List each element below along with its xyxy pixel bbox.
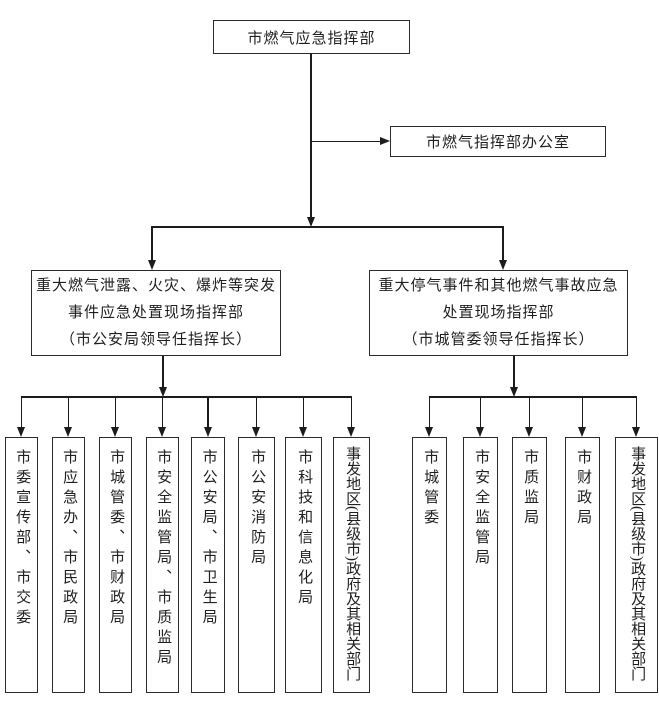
- dept-label: 市公安局、市卫生局: [200, 449, 217, 629]
- dept-label: 市财政局: [575, 449, 592, 529]
- dept-label: 市应急办、市民政局: [61, 449, 78, 629]
- dept-box-left-5: 市公安局、市卫生局: [191, 437, 225, 693]
- dept-label: 事发地区(县级市)政府及其相关部门: [344, 446, 361, 681]
- connector-line: [581, 397, 584, 427]
- arrow-down-icon: [306, 217, 315, 227]
- connector-line: [479, 397, 482, 427]
- arrow-down-icon: [347, 427, 355, 437]
- connector-line: [350, 397, 353, 427]
- connector-line: [67, 397, 70, 427]
- connector-line: [502, 226, 504, 260]
- connector-line: [207, 397, 209, 427]
- arrow-down-icon: [252, 427, 260, 437]
- connector-line: [255, 397, 258, 427]
- left-command-line2: 事件应急处置现场指挥部: [67, 304, 244, 321]
- connector-line: [311, 140, 380, 142]
- dept-label: 市安全监管局、市质监局: [155, 449, 172, 669]
- connector-line: [310, 53, 312, 218]
- connector-line: [151, 226, 504, 228]
- connector-line: [20, 397, 23, 427]
- arrow-down-icon: [64, 427, 72, 437]
- arrow-down-icon: [158, 387, 167, 397]
- arrow-down-icon: [525, 427, 533, 437]
- left-command-line1: 重大燃气泄露、火灾、爆炸等突发: [35, 277, 276, 294]
- dept-box-right-1: 市城管委: [412, 437, 447, 693]
- dept-box-left-1: 市委宣传部、市交委: [5, 437, 38, 693]
- dept-label: 市科技和信息化局: [296, 449, 313, 609]
- dept-label: 市质监局: [522, 449, 539, 529]
- connector-line: [21, 396, 352, 398]
- arrow-down-icon: [509, 387, 518, 397]
- dept-label: 市委宣传部、市交委: [14, 449, 31, 629]
- dept-box-left-2: 市应急办、市民政局: [52, 437, 85, 693]
- connector-line: [429, 396, 637, 398]
- right-command-line1: 重大停气事件和其他燃气事故应急: [378, 277, 619, 294]
- connector-line: [635, 397, 638, 427]
- arrow-down-icon: [203, 427, 212, 437]
- dept-label: 市安全监管局: [473, 449, 490, 569]
- connector-line: [528, 397, 531, 427]
- dept-box-right-4: 市财政局: [565, 437, 600, 693]
- arrow-right-icon: [380, 136, 390, 145]
- arrow-down-icon: [498, 260, 507, 270]
- arrow-down-icon: [147, 260, 156, 270]
- dept-box-right-5: 事发地区(县级市)政府及其相关部门: [615, 437, 658, 693]
- right-command-node-box: 重大停气事件和其他燃气事故应急 处置现场指挥部 （市城管委领导任指挥长）: [369, 270, 628, 356]
- left-command-node-box: 重大燃气泄露、火灾、爆炸等突发 事件应急处置现场指挥部 （市公安局领导任指挥长）: [31, 270, 281, 356]
- dept-box-left-7: 市科技和信息化局: [285, 437, 322, 693]
- dept-box-left-8: 事发地区(县级市)政府及其相关部门: [333, 437, 370, 693]
- dept-label: 市城管委: [422, 449, 439, 529]
- connector-line: [302, 397, 305, 427]
- office-node-label: 市燃气指挥部办公室: [425, 135, 570, 151]
- connector-line: [162, 356, 164, 387]
- root-node-label: 市燃气应急指挥部: [247, 30, 376, 47]
- dept-box-right-2: 市安全监管局: [463, 437, 498, 693]
- root-node-box: 市燃气应急指挥部: [213, 20, 410, 54]
- connector-line: [151, 226, 153, 260]
- dept-label: 事发地区(县级市)政府及其相关部门: [629, 446, 646, 681]
- dept-label: 市公安消防局: [249, 449, 266, 569]
- dept-box-left-4: 市安全监管局、市质监局: [146, 437, 179, 693]
- dept-label: 市城管委、市财政局: [108, 449, 125, 629]
- arrow-down-icon: [476, 427, 484, 437]
- connector-line: [513, 356, 515, 387]
- arrow-down-icon: [17, 427, 25, 437]
- left-command-line3: （市公安局领导任指挥长）: [59, 331, 252, 348]
- arrow-down-icon: [578, 427, 586, 437]
- dept-box-left-6: 市公安消防局: [238, 437, 275, 693]
- connector-line: [428, 397, 431, 427]
- right-command-line3: （市城管委领导任指挥长）: [402, 331, 595, 348]
- connector-line: [161, 397, 164, 427]
- arrow-down-icon: [299, 427, 307, 437]
- connector-line: [114, 397, 117, 427]
- arrow-down-icon: [111, 427, 119, 437]
- office-node-box: 市燃气指挥部办公室: [390, 126, 606, 157]
- arrow-down-icon: [632, 427, 640, 437]
- right-command-line2: 处置现场指挥部: [442, 304, 555, 321]
- dept-box-right-3: 市质监局: [512, 437, 547, 693]
- arrow-down-icon: [158, 427, 166, 437]
- arrow-down-icon: [425, 427, 433, 437]
- dept-box-left-3: 市城管委、市财政局: [99, 437, 132, 693]
